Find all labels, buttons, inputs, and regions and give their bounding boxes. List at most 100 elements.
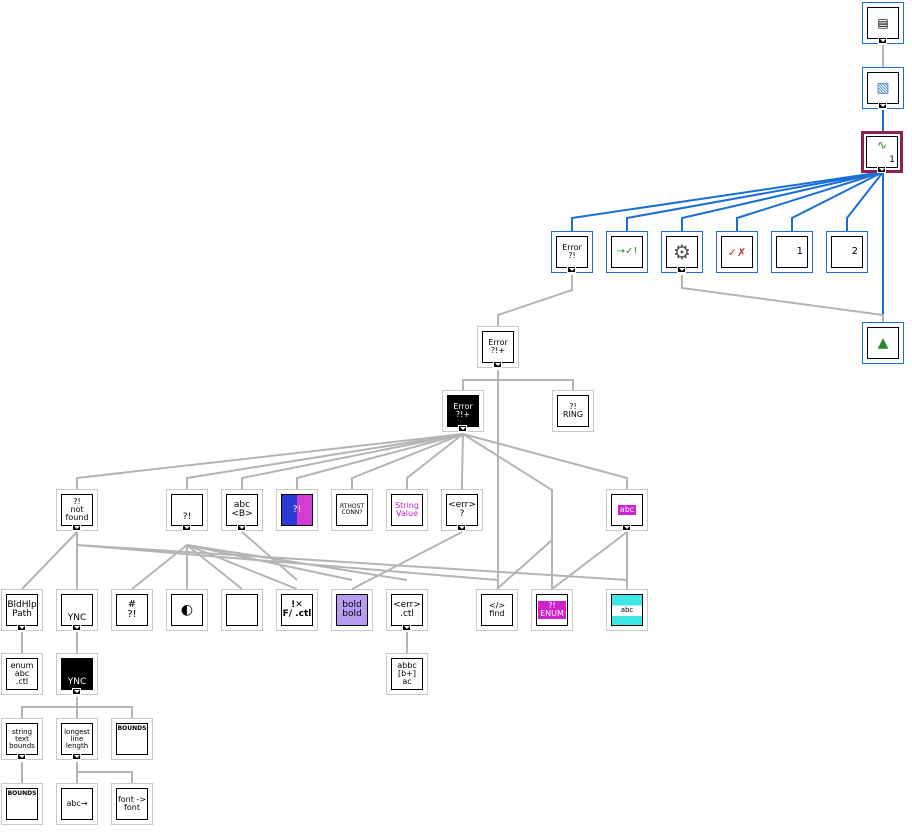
expand-arrow-icon[interactable] bbox=[677, 266, 686, 273]
vi-node-slider-1[interactable]: 1 bbox=[771, 231, 813, 273]
vi-node-ync[interactable]: YNC bbox=[56, 589, 98, 631]
collapse-arrow-icon[interactable] bbox=[878, 102, 887, 109]
vi-node-abc-magenta[interactable]: ?! ENUM bbox=[531, 589, 573, 631]
vi-node-error-plus-dark[interactable]: Error ?!+ bbox=[442, 390, 484, 432]
rt-host-label: RTHOST CONN? bbox=[339, 503, 365, 516]
check-warning-icon: →✓! bbox=[616, 246, 638, 257]
wire-dark-child-1 bbox=[186, 433, 464, 489]
wire-errq-errctl bbox=[351, 531, 463, 590]
vi-node-get-helpdir[interactable]: enum abc .ctl bbox=[1, 653, 43, 695]
expand-arrow-icon[interactable] bbox=[17, 624, 26, 631]
vi-node-err-query[interactable]: <err> ? bbox=[441, 489, 483, 531]
expand-arrow-icon[interactable] bbox=[72, 688, 81, 695]
expand-arrow-icon[interactable] bbox=[72, 753, 81, 760]
expand-arrow-icon[interactable] bbox=[622, 524, 631, 531]
panel-label: ?! bbox=[182, 512, 192, 522]
expand-arrow-icon[interactable] bbox=[493, 361, 502, 368]
vi-node-longest-line[interactable]: longest line length bbox=[56, 718, 98, 760]
vi-node-slider[interactable]: ▲ bbox=[862, 322, 904, 364]
vi-node-computer[interactable]: ▧ bbox=[862, 67, 904, 109]
vi-node-find[interactable]: <err> .ctl bbox=[386, 589, 428, 631]
expand-arrow-icon[interactable] bbox=[402, 624, 411, 631]
vi-node-abc-ring[interactable]: abc bbox=[606, 489, 648, 531]
wire-yd-strb bbox=[21, 697, 78, 718]
bounds-label: BOUNDS bbox=[117, 725, 147, 732]
expand-arrow-icon[interactable] bbox=[877, 166, 886, 173]
vi-node-slider-2[interactable]: 2 bbox=[826, 231, 868, 273]
bounds-label: BOUNDS bbox=[7, 790, 37, 797]
wire-abcring-abcmag bbox=[551, 531, 628, 590]
ring-label: ?! RING bbox=[562, 402, 584, 419]
wire-nf-enum bbox=[76, 544, 498, 581]
expand-arrow-icon[interactable] bbox=[72, 624, 81, 631]
enum-label: </> find bbox=[488, 601, 506, 618]
ync-dark-label: YNC bbox=[67, 677, 87, 687]
wire-errplus-ring bbox=[497, 370, 574, 390]
vi-node-error-bubble[interactable]: Error ?! bbox=[551, 231, 593, 273]
expand-arrow-icon[interactable] bbox=[237, 524, 246, 531]
abc-ring-label: abc bbox=[617, 505, 637, 515]
wire-dark-child-5 bbox=[406, 433, 464, 489]
abc-bold-label: abc <B> bbox=[231, 500, 253, 519]
vi-node-abc-replace[interactable]: abbc [b+] ac bbox=[386, 653, 428, 695]
find-label: <err> .ctl bbox=[393, 600, 421, 619]
server-icon: ▤ bbox=[877, 16, 889, 30]
abc-replace-label: abbc [b+] ac bbox=[397, 661, 417, 686]
expand-arrow-icon[interactable] bbox=[567, 266, 576, 273]
vi-node-main-selected[interactable]: 1∿ bbox=[861, 131, 903, 173]
err-query-label: <err> ? bbox=[448, 500, 476, 519]
vi-node-rt-host[interactable]: RTHOST CONN? bbox=[331, 489, 373, 531]
vi-node-eraser[interactable]: # ?! bbox=[111, 589, 153, 631]
vi-node-check-warning[interactable]: →✓! bbox=[606, 231, 648, 273]
warning-ctl-icon bbox=[227, 595, 257, 625]
vi-node-panel[interactable]: ?! bbox=[166, 489, 208, 531]
vi-node-abc-arrow[interactable]: abc→ bbox=[56, 783, 98, 825]
vi-node-ring[interactable]: ?! RING bbox=[552, 390, 594, 432]
vi-node-ync-dark[interactable]: YNC bbox=[56, 653, 98, 695]
vi-node-error-plus[interactable]: Error ?!+ bbox=[477, 326, 519, 368]
vi-node-not-found[interactable]: ?! not found bbox=[56, 489, 98, 531]
build-help-path-label: BldHlp Path bbox=[7, 600, 37, 619]
wire-errplus-dark bbox=[462, 370, 499, 390]
vi-node-hand-cursor[interactable]: ✓✗ bbox=[716, 231, 758, 273]
expand-arrow-icon[interactable] bbox=[878, 37, 887, 44]
wire-panel-0 bbox=[131, 544, 188, 590]
wire-main-child-0 bbox=[571, 171, 884, 231]
get-helpdir-label: enum abc .ctl bbox=[10, 661, 34, 686]
wire-panel-2 bbox=[186, 544, 243, 590]
abc-ring-container: abc bbox=[612, 495, 642, 525]
vi-node-bold[interactable]: !✕ F/ .ctl bbox=[276, 589, 318, 631]
vi-node-bounds-1[interactable]: BOUNDS bbox=[111, 718, 153, 760]
expand-arrow-icon[interactable] bbox=[72, 524, 81, 531]
abc-magenta-label: ?! ENUM bbox=[538, 601, 566, 619]
expand-arrow-icon[interactable] bbox=[17, 753, 26, 760]
vi-node-string-bounds[interactable]: string text bounds bbox=[1, 718, 43, 760]
vi-node-warning-ctl[interactable] bbox=[221, 589, 263, 631]
vi-node-abc-bold[interactable]: abc <B> bbox=[221, 489, 263, 531]
vi-node-database[interactable]: ?! bbox=[276, 489, 318, 531]
wire-panel-3 bbox=[186, 544, 298, 590]
vi-node-font[interactable]: font -> font bbox=[111, 783, 153, 825]
vi-node-err-ctl[interactable]: bold bold bbox=[331, 589, 373, 631]
vi-node-server[interactable]: ▤ bbox=[862, 2, 904, 44]
wire-dark-child-0 bbox=[76, 433, 464, 489]
abc-arrow-label: abc→ bbox=[66, 799, 88, 808]
vi-node-control[interactable]: ◐ bbox=[166, 589, 208, 631]
wire-panel-b-1 bbox=[186, 544, 408, 581]
expand-arrow-icon[interactable] bbox=[182, 524, 191, 531]
vi-node-gear[interactable]: ⚙ bbox=[661, 231, 703, 273]
vi-node-enum[interactable]: </> find bbox=[476, 589, 518, 631]
expand-arrow-icon[interactable] bbox=[457, 524, 466, 531]
err-ctl-label: bold bold bbox=[342, 600, 362, 619]
vi-node-build-help-path[interactable]: BldHlp Path bbox=[1, 589, 43, 631]
wire-long-font bbox=[77, 771, 133, 783]
expand-arrow-icon[interactable] bbox=[458, 425, 467, 432]
hand-cursor-icon: ✓✗ bbox=[727, 245, 747, 259]
main-label: 1 bbox=[889, 155, 895, 165]
vi-node-string-value[interactable]: String Value bbox=[386, 489, 428, 531]
wire-panel-b-0 bbox=[186, 544, 353, 581]
vi-node-bounds-2[interactable]: BOUNDS bbox=[1, 783, 43, 825]
vi-node-enum-ctl[interactable]: abc bbox=[606, 589, 648, 631]
slider-2-icon: 2 bbox=[851, 246, 858, 257]
